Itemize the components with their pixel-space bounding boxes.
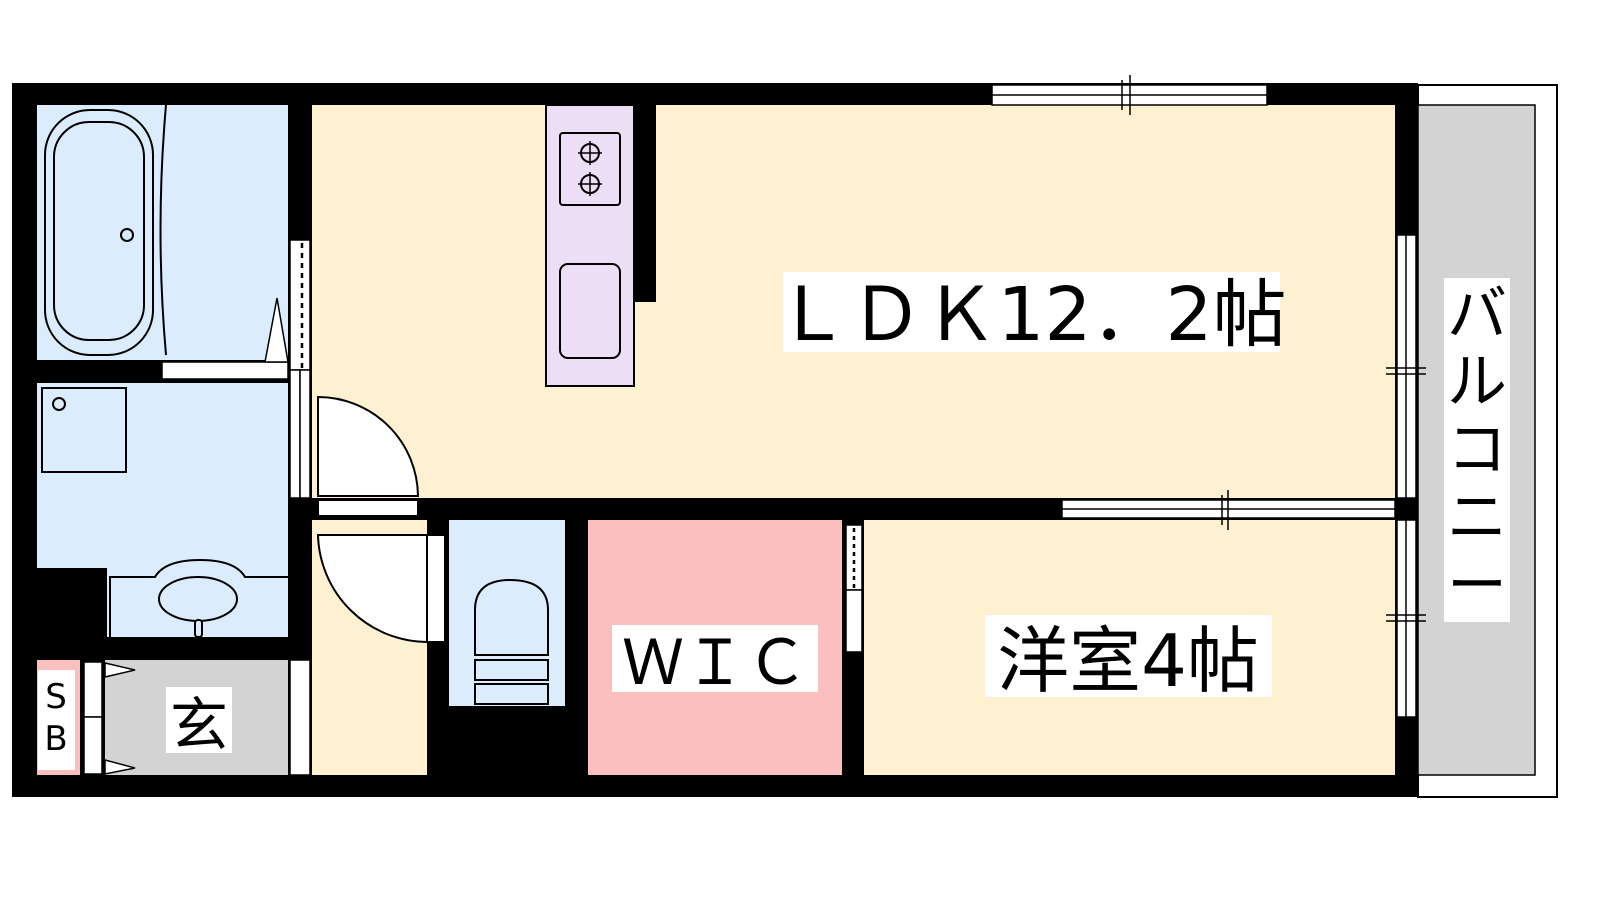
stove-icon [559, 132, 621, 206]
entrance-frame [289, 659, 311, 776]
balcony-label: バ ル コ ニ ー [1447, 280, 1507, 621]
svg-text:バ: バ [1447, 280, 1507, 350]
balcony-window-western[interactable] [1386, 519, 1426, 718]
shoe-box-label-b: B [44, 719, 67, 759]
balcony [1417, 84, 1558, 798]
washbasin-icon [109, 558, 288, 638]
washroom-sliding-door[interactable] [289, 239, 311, 499]
wic-sliding-door[interactable] [845, 524, 863, 653]
svg-text:ー: ー [1447, 551, 1507, 621]
ldk-door[interactable] [317, 395, 420, 517]
top-window[interactable] [991, 75, 1268, 115]
washing-machine-icon [41, 387, 127, 473]
kitchen-counter [545, 104, 656, 387]
bath-door[interactable] [161, 361, 289, 380]
shoe-box-label-s: S [45, 677, 67, 717]
entrance-label: 玄 [170, 691, 228, 759]
sink-icon [559, 263, 621, 359]
western-room-label: 洋室4帖 [997, 619, 1259, 703]
bathtub-icon [44, 104, 167, 356]
balcony-window-ldk[interactable] [1386, 234, 1426, 499]
ldk-label: ＬＤＫ12．2帖 [775, 272, 1286, 358]
interior-sliding-door[interactable] [1061, 490, 1396, 530]
svg-text:ニ: ニ [1447, 483, 1507, 553]
wic-label: ＷＩＣ [622, 626, 808, 699]
svg-text:ル: ル [1447, 347, 1507, 417]
toilet-icon [474, 578, 549, 705]
corridor-door[interactable] [316, 534, 446, 644]
shoe-box-doors[interactable] [83, 661, 136, 775]
svg-text:コ: コ [1447, 415, 1507, 485]
